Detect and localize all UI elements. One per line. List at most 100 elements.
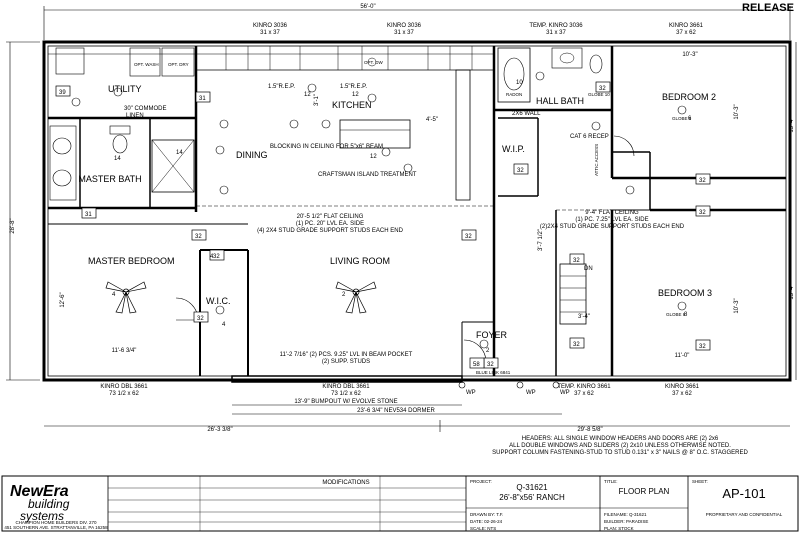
modifications-label: MODIFICATIONS <box>322 480 369 486</box>
dim-stair: 3'-4" <box>578 314 590 320</box>
tag: 32 <box>465 234 472 240</box>
tag: 10 <box>516 80 523 86</box>
tag: 32 <box>195 234 202 240</box>
callout-beam-pocket: 11'-2 7/16" (2) PCS. 9.25" LVL IN BEAM P… <box>280 352 413 358</box>
drawing-title: FLOOR PLAN <box>619 487 670 496</box>
callout-rep: 1.5"R.E.P. <box>340 84 367 90</box>
tag: 32 <box>197 316 204 322</box>
project-desc: 26'-8"x56' RANCH <box>499 493 565 502</box>
dim-bed3-width: 11'-0" <box>675 353 690 359</box>
room-utility: UTILITY <box>108 84 142 94</box>
tag: 14 <box>114 156 121 162</box>
callout-linen: LINEN <box>126 113 144 119</box>
tag: 32 <box>573 258 580 264</box>
callout-globe-8: GLOBE 8 <box>666 312 686 317</box>
tag: 12 <box>352 92 359 98</box>
drawing-date: DATE: 02-26-24 <box>470 519 503 524</box>
tag: 39 <box>59 90 66 96</box>
tag: 32 <box>699 210 706 216</box>
plan: PLAN: STOCK <box>604 526 634 531</box>
callout-wp: WP <box>526 390 536 396</box>
callout-radon: RADON <box>506 92 522 97</box>
window-size: 31 x 37 <box>260 30 280 36</box>
room-living-room: LIVING ROOM <box>330 256 390 266</box>
window-label: KINRO 3661 <box>665 384 700 390</box>
callout-ceiling-right: 9'-4" FLAT CEILING <box>585 210 639 216</box>
callout-globe-10: GLOBE 10 <box>588 92 610 97</box>
room-kitchen: KITCHEN <box>332 100 372 110</box>
drawing-scale: SCALE: NTS <box>470 526 496 531</box>
callout-cat-recep: CAT 6 RECEP <box>570 134 609 140</box>
tag: 31 <box>85 212 92 218</box>
window-size: 37 x 62 <box>574 391 594 397</box>
tag: 32 <box>699 344 706 350</box>
filename: FILENAME: Q-31621 <box>604 512 647 517</box>
tag: 14 <box>176 150 183 156</box>
callout-rep: 1.5"R.E.P. <box>268 84 295 90</box>
note-line-2: ALL DOUBLE WINDOWS AND SLIDERS (2) 2x10 … <box>509 443 731 449</box>
project-id: Q-31621 <box>516 483 548 492</box>
dim-bed3-depth: 10'-3" <box>734 298 740 313</box>
release-stamp: RELEASE <box>742 2 794 14</box>
fan-label: 4 <box>112 292 116 298</box>
window-size: 37 x 62 <box>676 30 696 36</box>
callout-commode: 30" COMMODE <box>124 106 166 112</box>
dim-left-lower: 12'-6" <box>60 292 66 307</box>
tag: 31 <box>199 96 206 102</box>
dim-dormer: 23'-6 3/4" NEV534 DORMER <box>357 408 435 414</box>
window-label: TEMP. KINRO 3036 <box>529 23 583 29</box>
proprietary-notice: PROPRIETARY AND CONFIDENTIAL <box>706 512 783 517</box>
tag: 8 <box>684 312 688 318</box>
dim-top-overall: 56'-0" <box>360 4 375 10</box>
dim-bottom-left: 26'-3 3/8" <box>207 427 232 433</box>
callout-dn: DN <box>584 266 593 272</box>
tag: 32 <box>573 342 580 348</box>
dim-right-lower: 13'-4" <box>789 284 795 299</box>
company-address: 451 SOUTHERN AVE. STRATTANVILLE, PA 1625… <box>4 525 108 530</box>
window-size: 73 1/2 x 62 <box>331 391 361 397</box>
builder: BUILDER: PARADISE <box>604 519 648 524</box>
window-size: 31 x 37 <box>546 30 566 36</box>
tag: 32 <box>487 362 494 368</box>
drawn-by: DRAWN BY: T.F. <box>470 512 503 517</box>
tag: 12 <box>370 154 377 160</box>
window-label: TEMP. KINRO 3661 <box>557 384 611 390</box>
room-opt-dry: OPT. DRY <box>168 62 189 67</box>
room-master-bedroom: MASTER BEDROOM <box>88 256 175 266</box>
callout-ceiling-right-3: (2)2X4 STUD GRADE SUPPORT STUDS EACH END <box>540 224 685 230</box>
callout-blue-link: BLUE LINK 6841 <box>476 370 511 375</box>
window-label: KINRO 3661 <box>669 23 704 29</box>
tag: 6 <box>688 116 692 122</box>
room-bedroom-3: BEDROOM 3 <box>658 288 712 298</box>
dim-bumpout: 13'-9" BUMPOUT W/ EVOLVE STONE <box>294 399 397 405</box>
sheet-label: SHEET: <box>692 479 708 484</box>
dim-master-width: 11'-6 3/4" <box>112 348 137 354</box>
window-label: KINRO DBL 3661 <box>322 384 370 390</box>
dim-side: 3'-1" <box>314 94 320 106</box>
tag: 32 <box>213 254 220 260</box>
dim-kitchen: 4'-5" <box>426 117 438 123</box>
tag: 4 <box>222 322 226 328</box>
room-master-bath: MASTER BATH <box>78 174 141 184</box>
callout-globe-6: GLOBE 6 <box>672 116 692 121</box>
tag: 32 <box>699 178 706 184</box>
room-foyer: FOYER <box>476 330 508 340</box>
callout-ceiling-main: 20'-5 1/2" FLAT CEILING <box>297 214 364 220</box>
logo-line-1: NewEra <box>10 483 69 500</box>
window-label: KINRO DBL 3661 <box>100 384 148 390</box>
callout-beam-pocket-2: (2) SUPP. STUDS <box>322 359 370 365</box>
room-opt-dw: OPT. DW <box>364 60 384 65</box>
callout-attic: ATTIC ACCESS <box>594 144 599 176</box>
callout-wp: WP <box>466 390 476 396</box>
header-notes: HEADERS: ALL SINGLE WINDOW HEADERS AND D… <box>440 436 800 457</box>
callout-ceiling-main-3: (4) 2X4 STUD GRADE SUPPORT STUDS EACH EN… <box>257 228 403 234</box>
sheet-number: AP-101 <box>722 486 765 501</box>
dim-bottom-right: 29'-8 5/8" <box>577 427 602 433</box>
tag: 58 <box>473 362 480 368</box>
dim-left-overall: 28'-8" <box>10 218 16 233</box>
tag: 32 <box>599 86 606 92</box>
callout-blocking: BLOCKING IN CEILING FOR 5"x6" BEAM <box>270 144 383 150</box>
dim-bed2-width: 10'-3" <box>682 52 697 58</box>
room-dining: DINING <box>236 150 268 160</box>
